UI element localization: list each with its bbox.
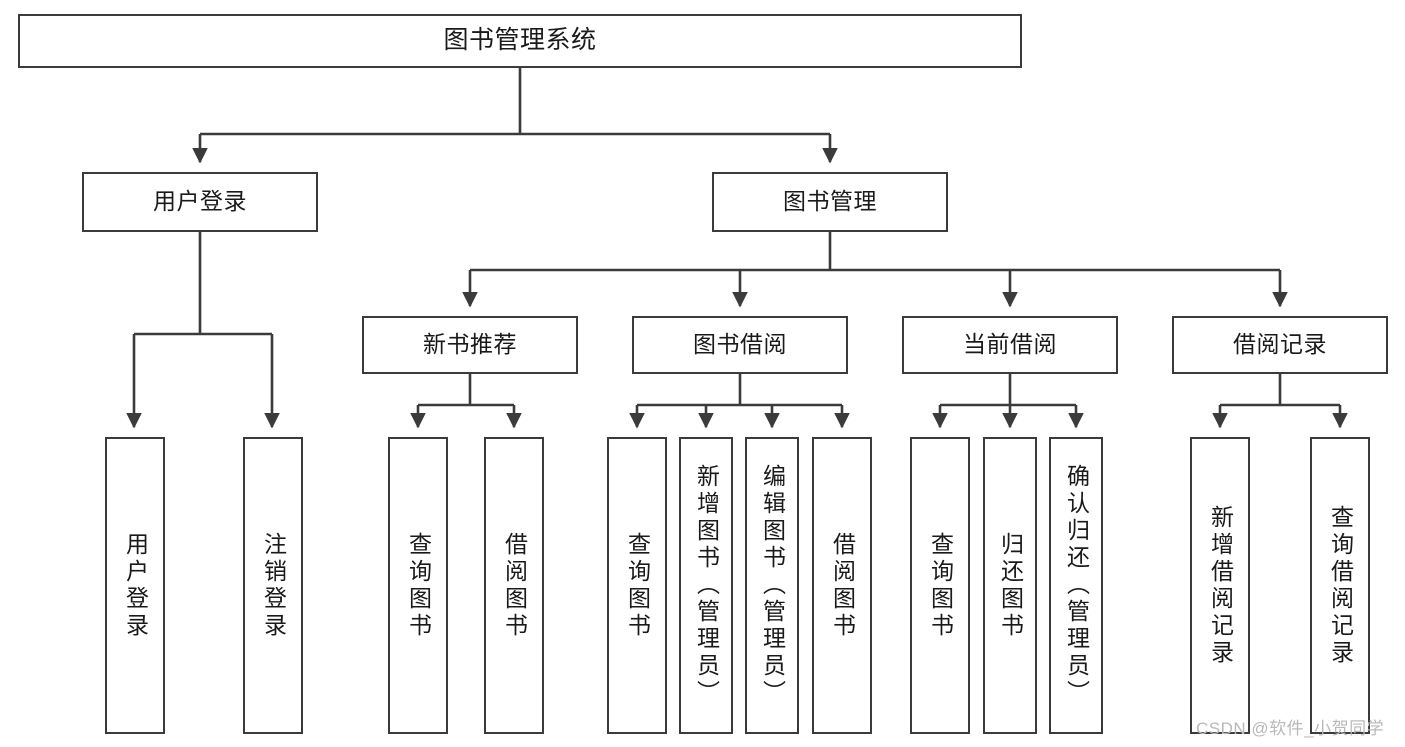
- node-confirm-return-admin[interactable]: 确认归还（管理员）: [1049, 437, 1103, 734]
- node-borrow-book-borrow[interactable]: 借阅图书: [812, 437, 872, 734]
- node-current-borrow[interactable]: 当前借阅: [902, 316, 1118, 374]
- node-logout-leaf-label: 注销登录: [260, 531, 287, 640]
- node-add-book-admin-label: 新增图书（管理员）: [693, 464, 720, 707]
- node-user-login-label: 用户登录: [153, 188, 247, 215]
- node-borrow-book-recommend-label: 借阅图书: [501, 531, 528, 640]
- node-query-book-borrow-label: 查询图书: [624, 531, 651, 640]
- node-book-borrow-label: 图书借阅: [693, 331, 787, 358]
- node-borrow-book-borrow-label: 借阅图书: [829, 531, 856, 640]
- node-query-book-current-label: 查询图书: [927, 531, 954, 640]
- node-root[interactable]: 图书管理系统: [18, 14, 1022, 68]
- node-return-book[interactable]: 归还图书: [983, 437, 1037, 734]
- node-user-login-leaf-label: 用户登录: [122, 531, 149, 640]
- node-book-management[interactable]: 图书管理: [712, 172, 948, 232]
- node-book-management-label: 图书管理: [783, 188, 877, 215]
- node-new-book-recommend[interactable]: 新书推荐: [362, 316, 578, 374]
- node-query-book-current[interactable]: 查询图书: [910, 437, 970, 734]
- node-root-label: 图书管理系统: [443, 26, 597, 55]
- node-query-book-recommend-label: 查询图书: [405, 531, 432, 640]
- node-borrow-record[interactable]: 借阅记录: [1172, 316, 1388, 374]
- node-current-borrow-label: 当前借阅: [963, 331, 1057, 358]
- node-add-borrow-record-label: 新增借阅记录: [1207, 504, 1234, 667]
- node-query-borrow-record-label: 查询借阅记录: [1327, 504, 1354, 667]
- node-user-login[interactable]: 用户登录: [82, 172, 318, 232]
- node-add-borrow-record[interactable]: 新增借阅记录: [1190, 437, 1250, 734]
- node-user-login-leaf[interactable]: 用户登录: [105, 437, 165, 734]
- node-confirm-return-admin-label: 确认归还（管理员）: [1063, 464, 1090, 707]
- node-query-book-borrow[interactable]: 查询图书: [607, 437, 667, 734]
- node-logout-leaf[interactable]: 注销登录: [243, 437, 303, 734]
- node-return-book-label: 归还图书: [997, 531, 1024, 640]
- node-query-book-recommend[interactable]: 查询图书: [388, 437, 448, 734]
- csdn-watermark: CSDN @软件_小贺同学: [1196, 719, 1385, 738]
- node-query-borrow-record[interactable]: 查询借阅记录: [1310, 437, 1370, 734]
- node-borrow-record-label: 借阅记录: [1233, 331, 1327, 358]
- node-book-borrow[interactable]: 图书借阅: [632, 316, 848, 374]
- node-borrow-book-recommend[interactable]: 借阅图书: [484, 437, 544, 734]
- node-edit-book-admin[interactable]: 编辑图书（管理员）: [745, 437, 799, 734]
- node-add-book-admin[interactable]: 新增图书（管理员）: [679, 437, 733, 734]
- node-new-book-recommend-label: 新书推荐: [423, 331, 517, 358]
- node-edit-book-admin-label: 编辑图书（管理员）: [759, 464, 786, 707]
